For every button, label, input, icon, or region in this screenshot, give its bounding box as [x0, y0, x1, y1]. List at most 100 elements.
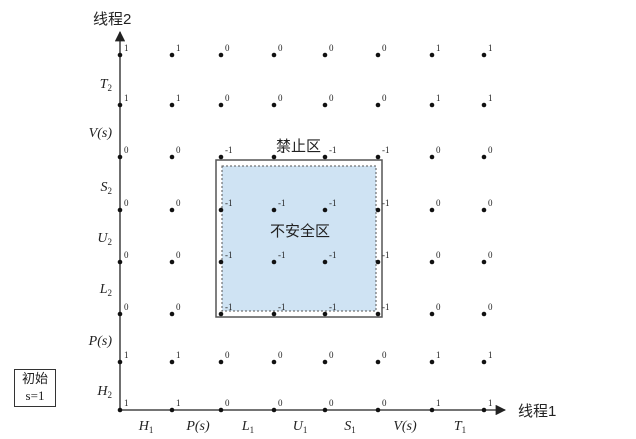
- state-value: -1: [382, 302, 390, 312]
- state-value: 1: [436, 398, 441, 408]
- state-point: [429, 52, 435, 58]
- y-tick-label: V(s): [89, 126, 113, 141]
- state-value: 0: [225, 398, 230, 408]
- state-value: 0: [382, 350, 387, 360]
- state-point: [169, 407, 175, 413]
- state-point: [375, 154, 381, 160]
- state-point: [429, 407, 435, 413]
- state-value: 0: [225, 350, 230, 360]
- state-point: [117, 407, 123, 413]
- state-point: [481, 52, 487, 58]
- state-value: -1: [278, 302, 286, 312]
- state-point: [322, 311, 328, 317]
- state-value: -1: [278, 145, 286, 155]
- state-value: 0: [488, 250, 493, 260]
- state-value: 0: [329, 93, 334, 103]
- initial-state-value: s=1: [25, 388, 45, 403]
- state-point: [271, 102, 277, 108]
- unsafe-region: [221, 165, 377, 312]
- state-point: [481, 154, 487, 160]
- state-point: [429, 311, 435, 317]
- state-value: 0: [124, 198, 129, 208]
- state-value: -1: [225, 302, 233, 312]
- state-point: [429, 207, 435, 213]
- state-point: [218, 359, 224, 365]
- state-value: 0: [278, 350, 283, 360]
- state-value: 1: [488, 43, 493, 53]
- state-value: 0: [488, 302, 493, 312]
- state-point: [429, 259, 435, 265]
- state-value: 1: [488, 93, 493, 103]
- state-value: 0: [382, 43, 387, 53]
- state-value: 0: [329, 350, 334, 360]
- state-value: -1: [329, 250, 337, 260]
- state-point: [218, 102, 224, 108]
- state-value: 0: [488, 145, 493, 155]
- state-value: 0: [278, 43, 283, 53]
- forbidden-region: [215, 159, 383, 318]
- state-point: [117, 154, 123, 160]
- y-axis-title: 线程2: [93, 11, 131, 28]
- state-point: [375, 259, 381, 265]
- state-value: 0: [382, 93, 387, 103]
- state-point: [375, 359, 381, 365]
- state-value: 0: [436, 250, 441, 260]
- x-tick-label: U1: [293, 419, 308, 435]
- state-point: [117, 311, 123, 317]
- state-point: [429, 359, 435, 365]
- y-tick-label: L2: [99, 282, 112, 298]
- y-tick-label: H2: [96, 384, 112, 400]
- state-point: [481, 359, 487, 365]
- state-point: [375, 207, 381, 213]
- state-value: 0: [488, 198, 493, 208]
- state-point: [375, 407, 381, 413]
- state-value: 1: [436, 350, 441, 360]
- x-tick-label: L1: [241, 419, 254, 435]
- state-point: [169, 359, 175, 365]
- state-value: 0: [176, 302, 181, 312]
- y-tick-label: U2: [97, 231, 112, 247]
- state-point: [322, 154, 328, 160]
- state-point: [481, 311, 487, 317]
- x-tick-label: S1: [344, 419, 356, 435]
- state-value: 1: [124, 398, 129, 408]
- state-point: [169, 311, 175, 317]
- state-point: [375, 311, 381, 317]
- state-point: [271, 359, 277, 365]
- state-value: -1: [382, 145, 390, 155]
- state-point: [271, 259, 277, 265]
- state-value: 0: [278, 93, 283, 103]
- state-value: -1: [225, 198, 233, 208]
- state-value: 0: [225, 43, 230, 53]
- x-tick-label: H1: [138, 419, 154, 435]
- state-point: [169, 207, 175, 213]
- state-point: [429, 154, 435, 160]
- state-point: [117, 102, 123, 108]
- state-point: [218, 154, 224, 160]
- state-point: [322, 52, 328, 58]
- state-value: 0: [225, 93, 230, 103]
- state-value: 1: [124, 43, 129, 53]
- state-value: -1: [382, 250, 390, 260]
- state-point: [271, 207, 277, 213]
- state-value: 1: [176, 43, 181, 53]
- unsafe-region-label: 不安全区: [270, 222, 330, 240]
- state-value: 0: [124, 250, 129, 260]
- state-point: [117, 359, 123, 365]
- state-point: [218, 311, 224, 317]
- state-value: 0: [176, 198, 181, 208]
- state-point: [375, 102, 381, 108]
- state-point: [322, 207, 328, 213]
- state-point: [271, 52, 277, 58]
- state-point: [218, 207, 224, 213]
- x-tick-label: T1: [454, 419, 466, 435]
- state-value: -1: [329, 198, 337, 208]
- y-tick-label: S2: [101, 180, 113, 196]
- y-tick-label: T2: [100, 77, 112, 93]
- state-value: 0: [436, 198, 441, 208]
- state-value: -1: [382, 198, 390, 208]
- state-point: [117, 207, 123, 213]
- state-point: [429, 102, 435, 108]
- state-value: 0: [278, 398, 283, 408]
